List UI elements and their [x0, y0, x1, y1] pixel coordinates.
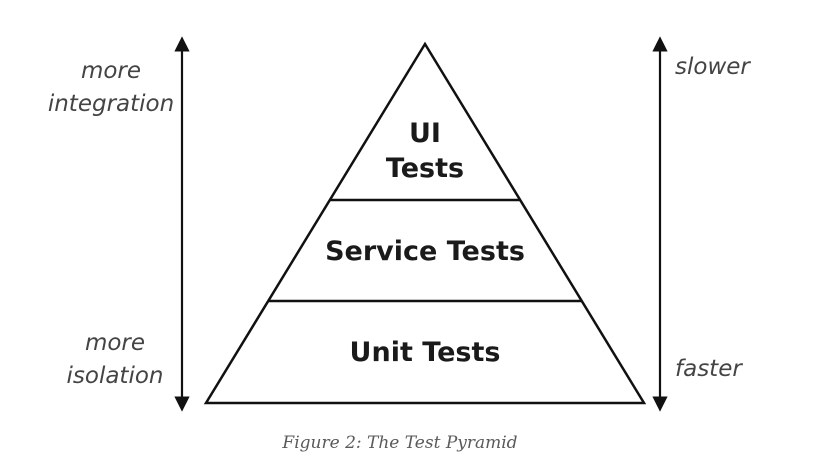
tier-ui-tests-line-1: UI [409, 118, 441, 149]
right-bottom-label: faster [675, 356, 743, 382]
left-bottom-label-line-2: isolation [67, 363, 164, 389]
left-top-label-line-2: integration [48, 91, 174, 117]
tier-ui-tests-line-2: Tests [386, 153, 464, 184]
tier-unit-tests-label: Unit Tests [350, 337, 501, 368]
figure-caption: Figure 2: The Test Pyramid [281, 433, 517, 453]
left-top-label-line-1: more [81, 58, 141, 84]
left-bottom-label-line-1: more [85, 330, 145, 356]
pyramid-outline [203, 41, 647, 405]
tier-service-tests-label: Service Tests [325, 236, 525, 267]
right-top-label: slower [675, 54, 751, 80]
